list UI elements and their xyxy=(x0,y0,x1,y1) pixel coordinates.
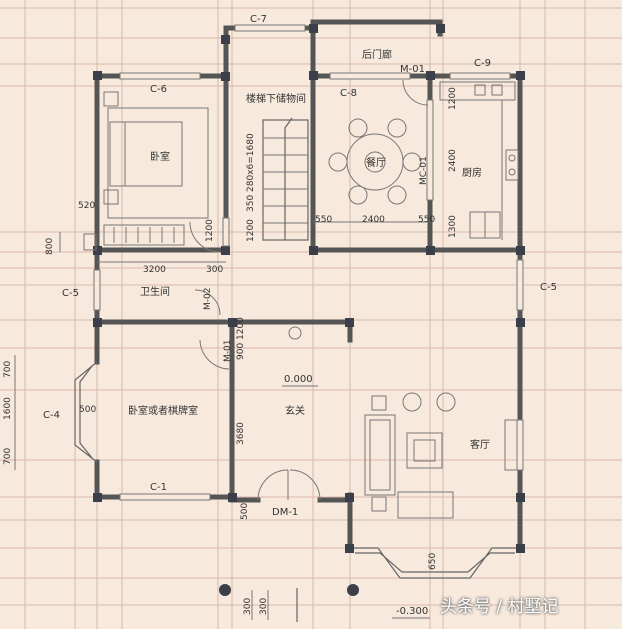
dim-520: 520 xyxy=(78,201,95,211)
door-label-dm1: DM-1 xyxy=(272,507,298,518)
kitchen-fixtures xyxy=(439,81,519,240)
window-label-c8: C-8 xyxy=(340,88,357,99)
dim-800: 800 xyxy=(45,238,55,255)
room-back-porch: 后门廊 xyxy=(362,48,392,61)
dim-900: 900 xyxy=(236,343,246,360)
window-label-c7: C-7 xyxy=(250,14,267,25)
window-label-c6: C-6 xyxy=(150,84,167,95)
bedroom-furniture xyxy=(83,91,209,251)
room-bathroom: 卫生间 xyxy=(140,285,170,298)
room-living: 客厅 xyxy=(470,438,490,451)
wall-windows xyxy=(93,24,524,501)
dim-1200-a: 1200 xyxy=(448,87,458,110)
door-label-m02: M-02 xyxy=(203,288,213,310)
dim-550-a: 550 xyxy=(315,215,332,225)
window-label-c9: C-9 xyxy=(474,58,491,69)
room-bedroom: 卧室 xyxy=(150,150,170,163)
stair xyxy=(262,117,309,241)
dim-550-b: 550 xyxy=(418,215,435,225)
room-under-stair-storage: 楼梯下储物间 xyxy=(246,92,306,105)
dining-set xyxy=(328,118,422,205)
room-kitchen: 厨房 xyxy=(462,166,482,179)
watermark: 头条号 / 村墅记 xyxy=(440,597,559,617)
dim-2400-b: 2400 xyxy=(448,149,458,172)
level-floor: 0.000 xyxy=(284,374,313,385)
door-label-mc01: MC-01 xyxy=(419,156,429,185)
room-dining: 餐厅 xyxy=(366,156,386,169)
dim-500-b: 500 xyxy=(240,503,250,520)
dim-650: 650 xyxy=(428,553,438,570)
dim-700-b: 700 xyxy=(3,448,13,465)
window-label-c4: C-4 xyxy=(43,410,60,421)
dim-1600: 1600 xyxy=(3,397,13,420)
dim-300-b: 300 xyxy=(243,598,253,615)
dim-1200-b: 1200 xyxy=(246,219,256,242)
dim-300-c: 300 xyxy=(259,598,269,615)
room-foyer: 玄关 xyxy=(285,404,305,417)
window-label-c5-left: C-5 xyxy=(62,288,79,299)
dim-500-a: 500 xyxy=(79,405,96,415)
window-label-c5-right: C-5 xyxy=(540,282,557,293)
dim-1300: 1300 xyxy=(448,215,458,238)
dim-stair: 350 280x6=1680 xyxy=(246,133,256,212)
dimension-lines xyxy=(14,221,430,622)
dim-3200: 3200 xyxy=(143,265,166,275)
living-furniture xyxy=(288,326,518,519)
door-label-m01-mid: M-01 xyxy=(223,340,233,362)
level-outside: -0.300 xyxy=(396,606,428,617)
dim-700-a: 700 xyxy=(3,361,13,378)
dim-1200-c: 1200 xyxy=(205,219,215,242)
doors xyxy=(189,79,429,501)
dim-2400-a: 2400 xyxy=(362,215,385,225)
dim-1200-d: 1200 xyxy=(236,317,246,340)
window-label-c1: C-1 xyxy=(150,482,167,493)
door-label-m01-top: M-01 xyxy=(400,64,425,75)
dim-300: 300 xyxy=(206,265,223,275)
bay-windows xyxy=(74,361,520,579)
room-bedroom-or-chess: 卧室或者棋牌室 xyxy=(128,404,198,417)
columns xyxy=(93,24,525,596)
dim-3680: 3680 xyxy=(236,422,246,445)
